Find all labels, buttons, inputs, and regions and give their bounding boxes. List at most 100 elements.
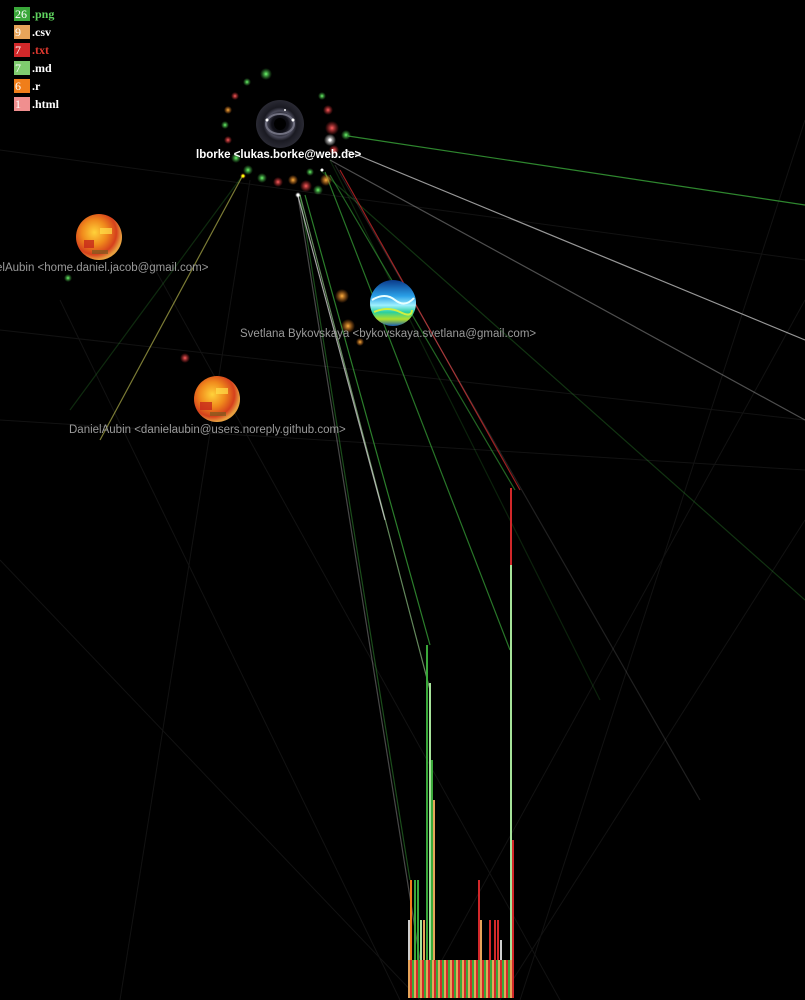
- legend-count: 6: [14, 79, 30, 93]
- legend-extension: .md: [32, 60, 52, 75]
- legend-extension: .png: [32, 6, 55, 21]
- histogram-spike: [429, 683, 431, 960]
- histogram-bar: [480, 960, 482, 998]
- histogram-bar: [426, 960, 428, 998]
- legend-item: 7.txt: [14, 41, 59, 59]
- histogram-bar: [494, 960, 496, 998]
- user-label-svetlana: Svetlana Bykovskaya <bykovskaya.svetlana…: [240, 328, 537, 340]
- blue-wave-avatar: [370, 280, 416, 326]
- orange-abstract-avatar: [76, 214, 122, 260]
- histogram-bar: [510, 960, 512, 998]
- histogram-bar: [478, 960, 480, 998]
- histogram-bar: [436, 960, 438, 998]
- legend-count: 7: [14, 43, 30, 57]
- histogram-spike: [420, 920, 422, 960]
- commit-beams: [69, 135, 805, 961]
- histogram-bar: [508, 960, 510, 998]
- histogram-spike: [500, 940, 502, 960]
- histogram-spike: [510, 565, 512, 960]
- histogram-spike: [423, 920, 425, 960]
- histogram-spike: [414, 880, 416, 960]
- legend-item: 6.r: [14, 77, 59, 95]
- histogram-bar: [456, 960, 458, 998]
- histogram-bar: [438, 960, 440, 998]
- histogram-spike: [410, 880, 412, 960]
- legend-extension: .r: [32, 78, 41, 93]
- histogram-bar: [476, 960, 478, 998]
- legend-item: 1.html: [14, 95, 59, 113]
- legend-item: 9.csv: [14, 23, 59, 41]
- histogram-bar: [446, 960, 448, 998]
- legend-count: 1: [14, 97, 30, 111]
- histogram-bar: [408, 960, 410, 998]
- legend-extension: .csv: [32, 24, 51, 39]
- histogram-spike: [489, 920, 491, 960]
- histogram-bar: [414, 960, 416, 998]
- legend-count: 9: [14, 25, 30, 39]
- histogram-bar: [484, 960, 486, 998]
- histogram-bar: [504, 960, 506, 998]
- histogram-spike: [431, 760, 433, 960]
- legend-extension: .txt: [32, 42, 49, 57]
- histogram-bar: [430, 960, 432, 998]
- legend-count: 26: [14, 7, 30, 21]
- activity-histogram: [408, 488, 514, 998]
- histogram-bar: [468, 960, 470, 998]
- histogram-bar: [466, 960, 468, 998]
- histogram-spike: [478, 880, 480, 960]
- histogram-bar: [432, 960, 434, 998]
- histogram-bar: [454, 960, 456, 998]
- histogram-spike: [408, 920, 410, 960]
- histogram-spike: [512, 840, 514, 960]
- histogram-bar: [424, 960, 426, 998]
- black-hole-avatar: [256, 100, 304, 148]
- histogram-bar: [418, 960, 420, 998]
- histogram-spike: [497, 920, 499, 960]
- histogram-bar: [502, 960, 504, 998]
- user-label-daniel-github: DanielAubin <danielaubin@users.noreply.g…: [69, 424, 346, 436]
- histogram-bar: [420, 960, 422, 998]
- legend-count: 7: [14, 61, 30, 75]
- histogram-bar: [452, 960, 454, 998]
- histogram-bar: [488, 960, 490, 998]
- histogram-bar: [496, 960, 498, 998]
- histogram-bar: [440, 960, 442, 998]
- histogram-bar: [442, 960, 444, 998]
- histogram-bar: [486, 960, 488, 998]
- histogram-bar: [416, 960, 418, 998]
- histogram-bar: [464, 960, 466, 998]
- background-lines: [0, 119, 805, 1000]
- histogram-bar: [490, 960, 492, 998]
- user-label-daniel-home: elAubin <home.daniel.jacob@gmail.com>: [0, 262, 209, 274]
- histogram-spike: [494, 920, 496, 960]
- histogram-bar: [460, 960, 462, 998]
- histogram-spike: [417, 880, 419, 960]
- histogram-bar: [474, 960, 476, 998]
- histogram-bar: [448, 960, 450, 998]
- histogram-bar: [450, 960, 452, 998]
- histogram-bar: [444, 960, 446, 998]
- histogram-bar: [462, 960, 464, 998]
- histogram-bar: [410, 960, 412, 998]
- histogram-bar: [512, 960, 514, 998]
- histogram-bar: [498, 960, 500, 998]
- histogram-spike: [426, 645, 428, 960]
- histogram-bar: [412, 960, 414, 998]
- file-nodes: [64, 68, 364, 363]
- histogram-bar: [458, 960, 460, 998]
- user-label-lborke: lborke <lukas.borke@web.de>: [196, 149, 362, 161]
- histogram-bar: [500, 960, 502, 998]
- legend-item: 7.md: [14, 59, 59, 77]
- histogram-bar: [470, 960, 472, 998]
- histogram-bar: [506, 960, 508, 998]
- histogram-spike: [433, 800, 435, 960]
- histogram-bar: [428, 960, 430, 998]
- histogram-bar: [434, 960, 436, 998]
- orange-abstract-avatar: [194, 376, 240, 422]
- histogram-bar: [472, 960, 474, 998]
- histogram-bar: [492, 960, 494, 998]
- legend-extension: .html: [32, 96, 59, 111]
- histogram-spike: [480, 920, 482, 960]
